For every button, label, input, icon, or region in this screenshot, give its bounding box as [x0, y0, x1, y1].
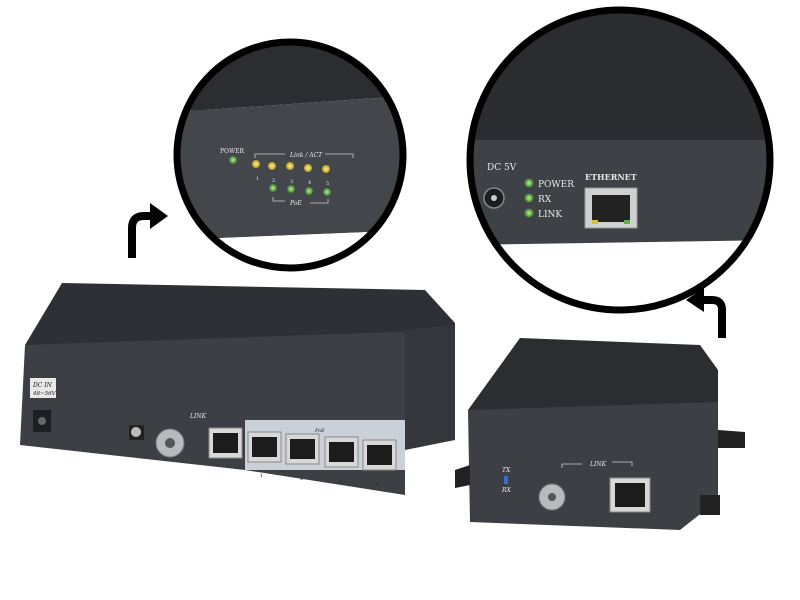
link-label: LINK — [589, 461, 607, 468]
receiver-device: TX RX LINK — [455, 338, 745, 530]
transmitter-device: DC IN 48~56V LINK PoE 1 2 3 4 — [20, 283, 455, 495]
poe-label: PoE — [289, 200, 302, 207]
rx-label: RX — [501, 487, 512, 494]
poe-label: PoE — [314, 428, 325, 434]
power-led — [524, 178, 534, 188]
arrow-up-left-icon — [128, 212, 152, 258]
port-number: 5 — [326, 181, 329, 187]
rx-led — [524, 193, 534, 203]
port-number: 2 — [300, 476, 303, 482]
link-led — [524, 208, 534, 218]
port-number: 4 — [308, 180, 311, 186]
dc-5v-label: DC 5V — [487, 163, 517, 173]
link-act-leds — [252, 160, 330, 173]
tx-label: TX — [502, 467, 511, 474]
port-number: 1 — [256, 176, 259, 182]
port-number: 1 — [260, 473, 263, 479]
zoom-circle-receiver-panel: DC 5V POWER RX LINK ETHERNET — [466, 6, 774, 314]
port-number: 2 — [272, 178, 275, 184]
ethernet-port — [584, 187, 638, 229]
zoom-circle-transmitter-leds: POWER Link / ACT 1 2 3 4 5 PoE — [173, 38, 407, 272]
dc-voltage-label: 48~56V — [32, 391, 57, 397]
tx-rx-switch[interactable] — [504, 476, 508, 484]
link-label: LINK — [538, 210, 562, 220]
power-label: POWER — [538, 180, 574, 190]
ethernet-ports — [208, 427, 397, 471]
rx-label: RX — [538, 195, 552, 205]
arrow-up-right-icon — [702, 296, 726, 338]
power-label: POWER — [220, 148, 245, 155]
poe-leds — [269, 184, 331, 196]
link-act-label: Link / ACT — [289, 152, 323, 159]
link-label: LINK — [189, 413, 207, 420]
port-number: 3 — [338, 479, 341, 485]
port-number: 4 — [376, 482, 379, 488]
ethernet-label: ETHERNET — [585, 172, 637, 182]
port-number: 3 — [290, 179, 293, 185]
dc-in-label: DC IN — [32, 382, 53, 389]
power-led — [229, 156, 237, 164]
